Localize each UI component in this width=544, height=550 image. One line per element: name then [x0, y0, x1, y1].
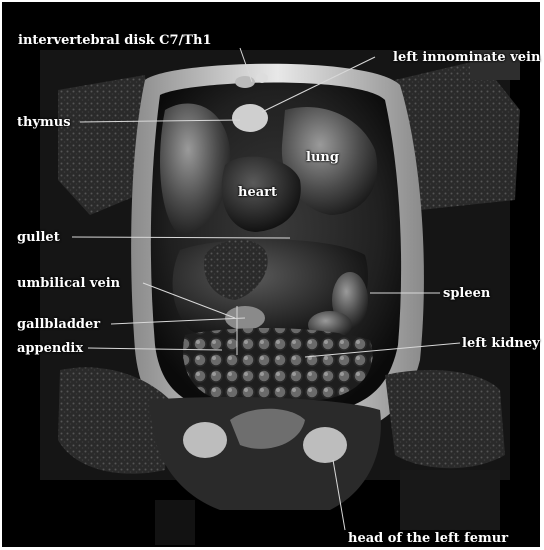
label-heart: heart [238, 185, 277, 200]
thymus-render [232, 104, 268, 132]
right-femur-head [183, 422, 227, 458]
right-thigh [385, 370, 505, 468]
label-gallbladder: gallbladder [17, 317, 100, 332]
label-umbilical-vein: umbilical vein [17, 276, 120, 291]
label-appendix: appendix [17, 341, 83, 356]
label-spleen: spleen [443, 286, 490, 301]
left-femur-head [303, 427, 347, 463]
label-head-of-left-femur: head of the left femur [348, 531, 508, 546]
label-gullet: gullet [17, 230, 60, 245]
label-left-innominate-vein: left innominate vein [393, 50, 540, 65]
label-thymus: thymus [17, 115, 71, 130]
label-lung: lung [306, 150, 339, 165]
label-left-kidney: left kidney [462, 336, 540, 351]
label-intervertebral-disk: intervertebral disk C7/Th1 [18, 33, 211, 48]
bowel-render [183, 328, 372, 400]
